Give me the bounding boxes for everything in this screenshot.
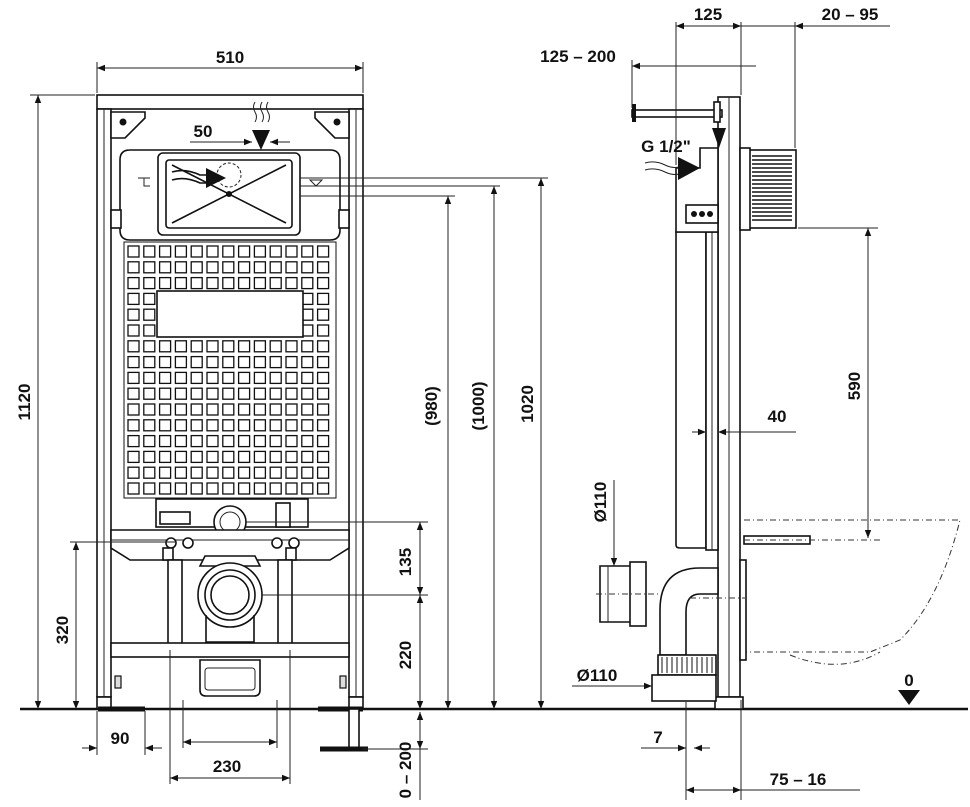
- diameter-top-label: Ø110: [591, 482, 610, 523]
- g-thread-label: G 1/2": [641, 137, 691, 156]
- height-1000-label: (1000): [469, 381, 488, 430]
- dim-220-label: 220: [396, 641, 415, 669]
- height-label: 1120: [15, 384, 34, 421]
- dim-75-label: 75 – 16: [770, 770, 827, 789]
- floor-zero-label: 0: [904, 671, 913, 690]
- diameter-bottom-label: Ø110: [577, 666, 618, 685]
- dim-590-label: 590: [845, 372, 864, 400]
- waste-outlet-circle: [197, 562, 263, 628]
- pipe-125-200-label: 125 – 200: [540, 47, 616, 66]
- flush-box: [747, 149, 797, 229]
- front-view: 510 50 1120 320 90 230 (980): [15, 48, 548, 800]
- side-view: 125 20 – 95 125 – 200 G 1/2" 590 40 Ø110…: [540, 5, 961, 800]
- width-label: 510: [216, 48, 244, 67]
- dim-320-label: 320: [53, 616, 72, 644]
- height-980-label: (980): [422, 386, 441, 426]
- dim-7-label: 7: [653, 728, 662, 747]
- waste-elbow: [659, 567, 719, 656]
- height-1020-label: 1020: [518, 385, 537, 423]
- depth-20-95-label: 20 – 95: [822, 5, 879, 24]
- depth-125-label: 125: [694, 5, 722, 24]
- side-cistern: [675, 231, 707, 549]
- dim-135-label: 135: [396, 548, 415, 576]
- flush-width-label: 50: [194, 122, 213, 141]
- frame-top-rail: [96, 94, 364, 110]
- wc-bowl-outline: [744, 519, 961, 653]
- dim-40-label: 40: [768, 407, 787, 426]
- adjust-label: 0 – 200: [396, 742, 415, 799]
- foot-label: 90: [111, 729, 130, 748]
- foot-base-label: 230: [213, 757, 241, 776]
- grid-plate: [123, 241, 337, 499]
- cistern-body: [119, 149, 341, 241]
